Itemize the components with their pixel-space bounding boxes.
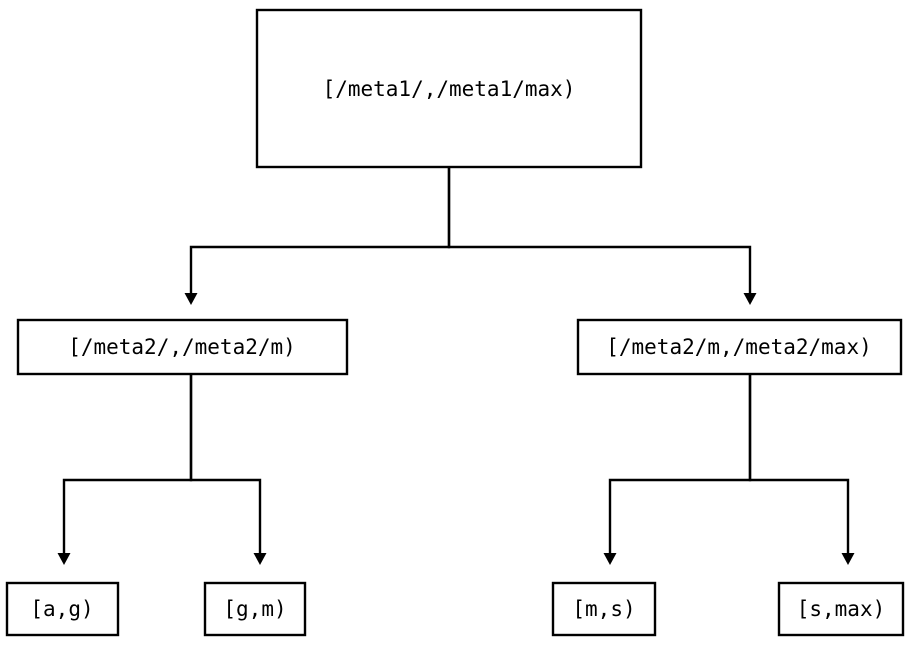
node-leaf-4-box[interactable] — [777, 581, 905, 637]
node-root[interactable]: [/meta1/,/meta1/max) — [255, 8, 643, 169]
edge-root-to-mid-left — [184, 167, 451, 305]
node-mid-right[interactable]: [/meta2/m,/meta2/max) — [576, 318, 903, 376]
arrowhead-root-mid-left-icon — [184, 293, 198, 305]
node-mid-left[interactable]: [/meta2/,/meta2/m) — [16, 318, 349, 376]
edge-line-root-mid-right — [447, 167, 752, 293]
edge-line-root-mid-left — [189, 167, 451, 293]
node-mid-right-label: [/meta2/m,/meta2/max) — [606, 335, 872, 359]
arrowhead-leaf-1-icon — [57, 553, 71, 565]
node-root-label: [/meta1/,/meta1/max) — [323, 77, 576, 101]
node-leaf-3-label: [m,s) — [572, 597, 635, 621]
node-leaf-3[interactable]: [m,s) — [551, 581, 657, 637]
edge-line-mid-right-leaf-4 — [748, 374, 850, 553]
node-leaf-1[interactable]: [a,g) — [5, 581, 120, 637]
node-mid-left-label: [/meta2/,/meta2/m) — [68, 335, 296, 359]
arrowhead-leaf-4-icon — [841, 553, 855, 565]
edge-root-to-mid-right — [447, 167, 757, 305]
edge-line-mid-left-leaf-2 — [189, 374, 262, 553]
node-root-box[interactable] — [255, 8, 643, 169]
node-leaf-2[interactable]: [g,m) — [203, 581, 307, 637]
node-leaf-3-box[interactable] — [551, 581, 657, 637]
edge-line-mid-left-leaf-1 — [62, 374, 193, 553]
node-leaf-4[interactable]: [s,max) — [777, 581, 905, 637]
arrowhead-leaf-3-icon — [603, 553, 617, 565]
node-leaf-1-label: [a,g) — [30, 597, 93, 621]
arrowhead-leaf-2-icon — [253, 553, 267, 565]
edge-mid-right-to-leaf-3 — [603, 374, 752, 565]
node-mid-left-box[interactable] — [16, 318, 349, 376]
node-leaf-4-label: [s,max) — [797, 597, 886, 621]
arrowhead-root-mid-right-icon — [743, 293, 757, 305]
edge-line-mid-right-leaf-3 — [608, 374, 752, 553]
edge-mid-left-to-leaf-2 — [189, 374, 267, 565]
node-leaf-2-box[interactable] — [203, 581, 307, 637]
node-mid-right-box[interactable] — [576, 318, 903, 376]
node-leaf-1-box[interactable] — [5, 581, 120, 637]
node-leaf-2-label: [g,m) — [223, 597, 286, 621]
edge-mid-left-to-leaf-1 — [57, 374, 193, 565]
edge-mid-right-to-leaf-4 — [748, 374, 855, 565]
